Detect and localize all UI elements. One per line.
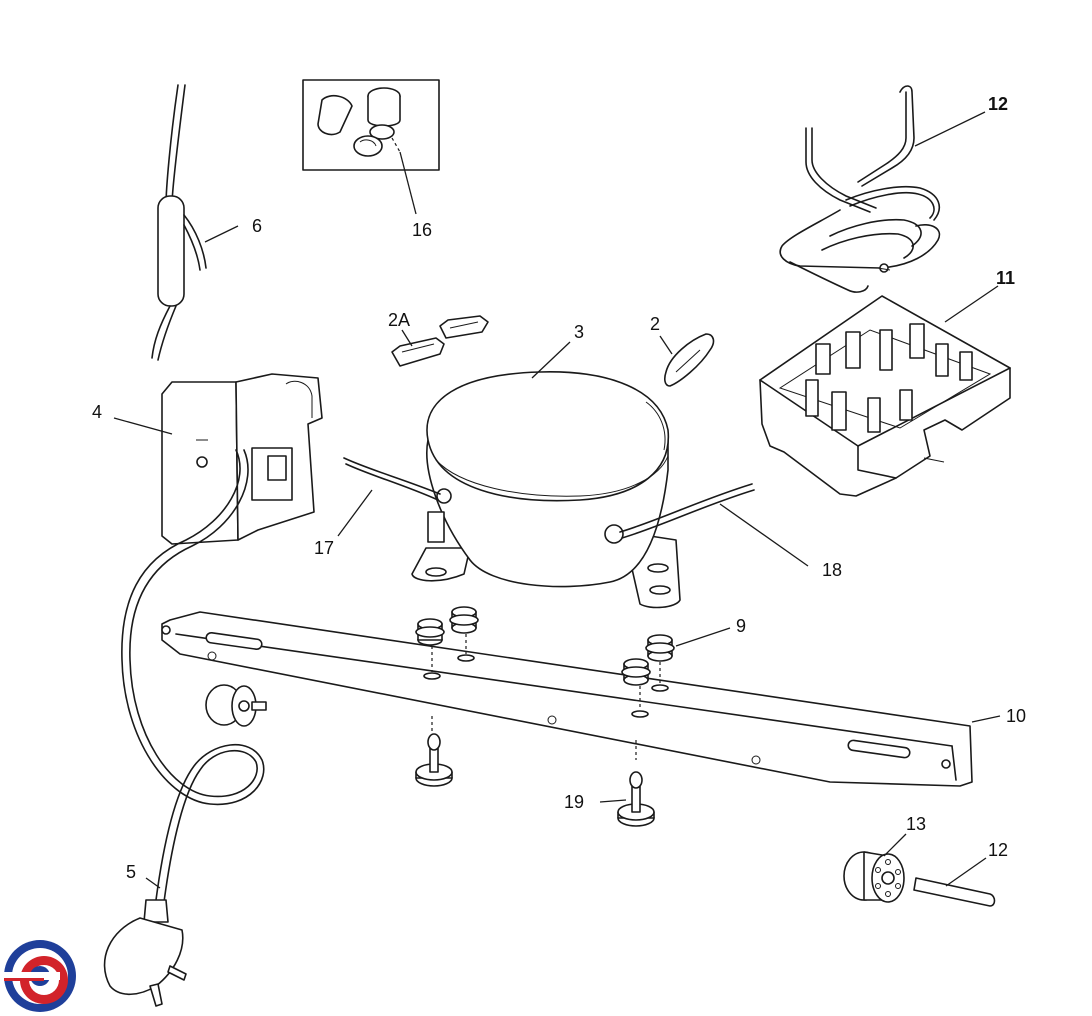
part-13-grommet-right[interactable] [843, 851, 905, 903]
callout-5: 5 [126, 862, 136, 882]
part-18-discharge-pipe[interactable] [619, 483, 755, 539]
callout-2: 2 [650, 314, 660, 334]
callout-6: 6 [252, 216, 262, 236]
leader-10 [971, 715, 1001, 723]
leader-6 [204, 225, 239, 243]
mount-c [645, 634, 675, 692]
leader-18 [719, 503, 809, 567]
callout-11: 11 [996, 268, 1015, 288]
mount-d [621, 658, 651, 760]
callout-12-bottom: 12 [988, 840, 1008, 860]
leader-4 [113, 417, 173, 435]
callout-16: 16 [412, 220, 432, 240]
pin-right [617, 771, 655, 827]
part-9-rubber-mounts[interactable] [415, 606, 675, 760]
leader-9 [675, 627, 731, 647]
callout-17: 17 [314, 538, 334, 558]
leader-5 [145, 877, 161, 889]
part-2a-clips[interactable] [391, 315, 489, 367]
part-6-thermostat-sensor[interactable] [151, 84, 207, 361]
part-11-base-tray[interactable] [759, 295, 1011, 497]
callout-3: 3 [574, 322, 584, 342]
callout-2a: 2A [388, 310, 410, 330]
leader-16 [399, 151, 417, 215]
mount-a [415, 618, 445, 734]
part-17-suction-pipe[interactable] [343, 457, 441, 501]
leader-13 [883, 833, 907, 857]
leader-12-top [914, 111, 986, 147]
callout-4: 4 [92, 402, 102, 422]
part-13-grommet-left[interactable] [205, 684, 267, 727]
callout-19: 19 [564, 792, 584, 812]
callout-13: 13 [906, 814, 926, 834]
leader-2a [401, 329, 413, 347]
part-16-inset-box[interactable] [302, 79, 440, 171]
callout-10: 10 [1006, 706, 1026, 726]
mount-b [449, 606, 479, 662]
callout-18: 18 [822, 560, 842, 580]
part-4-relay-cover[interactable] [161, 373, 323, 545]
part-10-mounting-rail[interactable] [161, 611, 973, 787]
callout-12-top: 12 [988, 94, 1008, 114]
part-12-rod[interactable] [913, 877, 996, 907]
leader-19 [599, 799, 627, 803]
leader-2 [659, 335, 673, 355]
leader-11 [944, 285, 999, 323]
pin-left [415, 733, 453, 787]
callout-9: 9 [736, 616, 746, 636]
part-5-power-cord[interactable] [103, 449, 265, 1007]
leader-3 [531, 341, 571, 379]
part-2-clip-plate[interactable] [664, 333, 715, 387]
part-12-condenser-coil[interactable] [779, 85, 941, 293]
part-3-compressor[interactable] [411, 371, 681, 609]
brand-logo-icon [0, 940, 76, 1012]
part-19-pins[interactable] [415, 733, 655, 827]
leader-17 [337, 489, 373, 537]
leader-12-bottom [945, 857, 987, 887]
